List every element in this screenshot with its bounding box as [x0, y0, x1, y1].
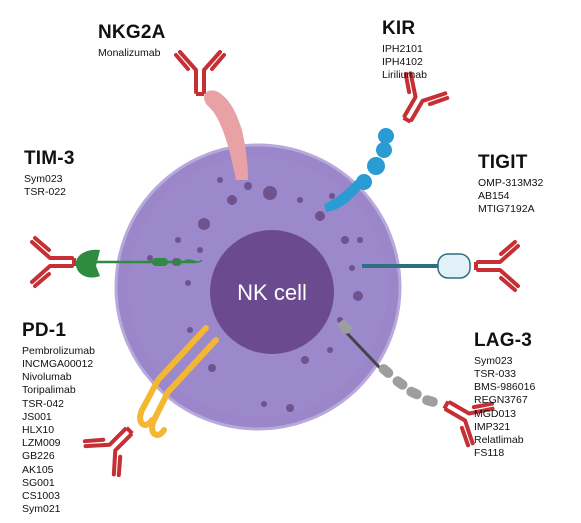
kir-label: KIR IPH2101 IPH4102 Liriliumab	[382, 18, 427, 82]
tigit-drug: MTIG7192A	[478, 203, 535, 216]
tigit-drug: OMP-313M32	[478, 176, 544, 189]
nkg2a-receptor	[204, 90, 248, 180]
pd1-drug: INCMGA00012	[22, 358, 94, 370]
cell-label: NK cell	[237, 280, 307, 305]
lag3-drug: MGD013	[474, 407, 517, 420]
pd1-drug: LZM009	[22, 437, 61, 450]
pd1-drug: TSR-042	[22, 397, 65, 410]
nkg2a-drug: Monalizumab	[98, 46, 161, 59]
tigit-drug: AB154	[478, 190, 510, 202]
lag3-receptor	[338, 320, 438, 407]
pd1-drug: Toripalimab	[22, 384, 76, 397]
tim3-receptor	[75, 249, 203, 278]
nkg2a-title: NKG2A	[98, 22, 166, 43]
pd1-drug: SG001	[22, 476, 55, 489]
lag3-drug: Relatlimab	[474, 434, 524, 447]
pd1-drug: JS001	[22, 410, 52, 423]
pd1-title: PD-1	[22, 320, 67, 341]
tigit-label: TIGIT OMP-313M32 AB154 MTIG7192A	[478, 152, 543, 216]
tigit-antibody-icon	[474, 240, 520, 292]
lag3-label: LAG-3 Sym023 TSR-033 BMS-986016 REGN3767…	[474, 330, 535, 460]
pd1-label: PD-1 Pembrolizumab INCMGA00012 Nivolumab…	[22, 320, 95, 516]
lag3-drug: TSR-033	[474, 368, 517, 380]
lag3-drug: REGN3767	[474, 394, 528, 407]
tim3-drug: TSR-022	[24, 186, 67, 198]
nkg2a-antibody-icon	[174, 50, 226, 96]
tim3-antibody-icon	[30, 236, 76, 288]
kir-title: KIR	[382, 18, 416, 39]
nkg2a-label: NKG2A Monalizumab	[98, 22, 166, 60]
lag3-title: LAG-3	[474, 330, 532, 351]
tim3-title: TIM-3	[24, 148, 75, 169]
pd1-drug: CS1003	[22, 490, 60, 503]
tigit-receptor	[362, 253, 471, 279]
lag3-drug: BMS-986016	[474, 381, 536, 394]
lag3-drug: FS118	[474, 447, 505, 460]
kir-drug: Liriliumab	[382, 69, 427, 82]
lag3-drug: Sym023	[474, 354, 513, 367]
tim3-drug: Sym023	[24, 172, 63, 185]
tim3-label: TIM-3 Sym023 TSR-022	[24, 148, 75, 199]
pd1-drug: GB226	[22, 450, 55, 463]
granules	[147, 177, 363, 412]
kir-receptor	[324, 128, 394, 212]
pd1-drug: HLX10	[22, 424, 55, 437]
kir-drug: IPH2101	[382, 42, 423, 55]
kir-drug: IPH4102	[382, 56, 423, 68]
lag3-drug: IMP321	[474, 420, 511, 433]
pd1-drug: AK105	[22, 463, 54, 476]
pd1-drug: Nivolumab	[22, 371, 72, 384]
pd1-drug: Sym021	[22, 503, 61, 516]
tigit-title: TIGIT	[478, 152, 528, 173]
pd1-receptor	[137, 325, 219, 438]
nucleus	[210, 230, 334, 354]
pd1-drug: Pembrolizumab	[22, 344, 95, 357]
